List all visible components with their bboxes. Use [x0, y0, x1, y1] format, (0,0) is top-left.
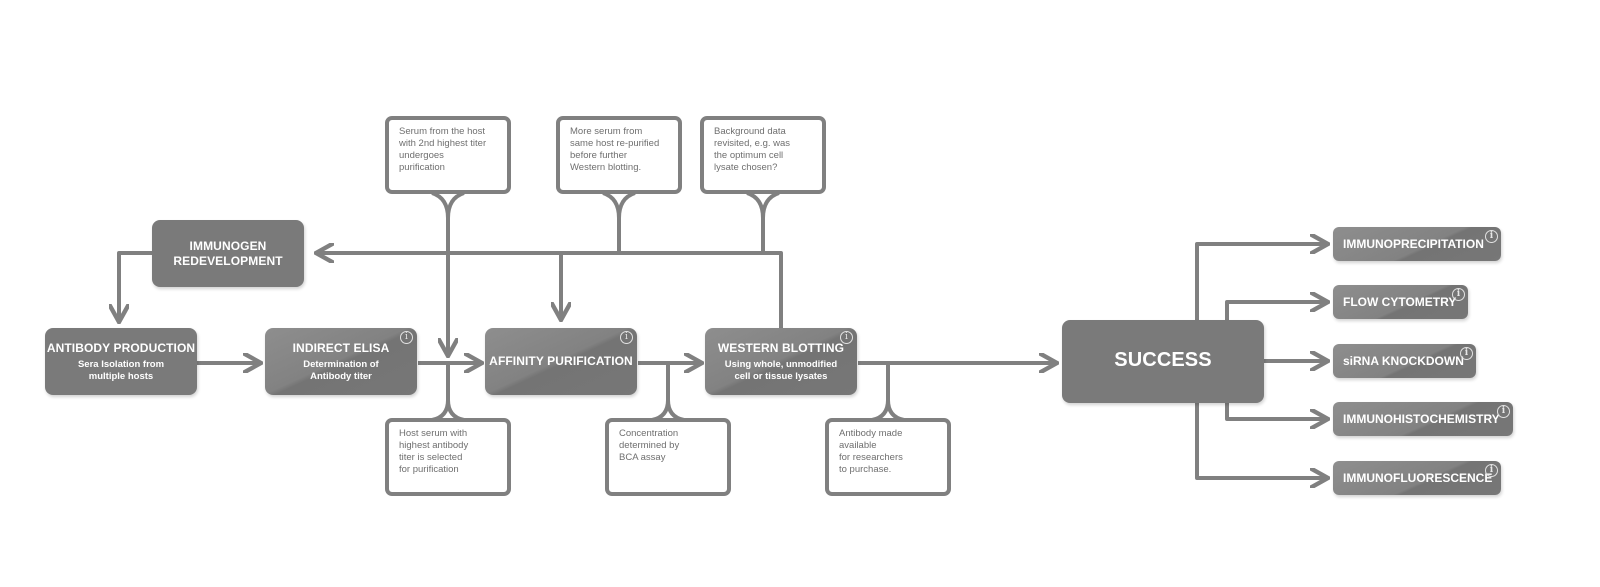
note-highest-titer: Host serum with highest antibody titer i… [385, 418, 511, 496]
info-icon[interactable]: i [840, 331, 853, 344]
application-label: IMMUNOPRECIPITATION [1343, 237, 1484, 251]
info-icon[interactable]: i [1485, 230, 1498, 243]
application-label: siRNA KNOCKDOWN [1343, 354, 1464, 368]
callout-stem-background [746, 191, 780, 253]
application-immunofluorescence[interactable]: IMMUNOFLUORESCENCE i [1333, 461, 1501, 495]
step-title: SUCCESS [1114, 349, 1212, 371]
info-icon[interactable]: i [620, 331, 633, 344]
info-icon[interactable]: i [1460, 347, 1473, 360]
step-antibody-production: ANTIBODY PRODUCTION Sera Isolation from … [45, 328, 197, 395]
step-immunogen-redevelopment: IMMUNOGEN REDEVELOPMENT [152, 220, 304, 287]
info-icon[interactable]: i [1452, 288, 1465, 301]
callout-stem-concentration [651, 363, 685, 422]
callout-stem-available [871, 363, 905, 422]
arrow-redevelopment-to-production [119, 251, 152, 320]
arrow-to-immunofluorescence [1195, 402, 1326, 478]
note-background: Background data revisited, e.g. was the … [700, 116, 826, 194]
step-title: IMMUNOGEN REDEVELOPMENT [173, 239, 283, 268]
application-label: FLOW CYTOMETRY [1343, 295, 1457, 309]
step-success: SUCCESS [1062, 320, 1264, 403]
note-concentration: Concentration determined by BCA assay [605, 418, 731, 496]
note-more-serum: More serum from same host re-purified be… [556, 116, 682, 194]
loop-from-blotting [318, 253, 783, 329]
application-label: IMMUNOHISTOCHEMISTRY [1343, 412, 1500, 426]
callout-stem-second-titer [431, 191, 465, 220]
note-available: Antibody made available for researchers … [825, 418, 951, 496]
arrow-to-flow-cytometry [1225, 302, 1326, 322]
step-indirect-elisa: INDIRECT ELISA Determination of Antibody… [265, 328, 417, 395]
application-sirna-knockdown[interactable]: siRNA KNOCKDOWN i [1333, 344, 1476, 378]
callout-stem-highest-titer [431, 363, 465, 422]
info-icon[interactable]: i [1497, 405, 1510, 418]
callout-stem-more-serum [602, 191, 636, 253]
arrow-to-immunoprecipitation [1195, 244, 1326, 322]
application-immunohistochemistry[interactable]: IMMUNOHISTOCHEMISTRY i [1333, 402, 1513, 436]
arrow-to-immunohistochemistry [1225, 402, 1326, 419]
step-title: WESTERN BLOTTING [717, 341, 845, 355]
application-label: IMMUNOFLUORESCENCE [1343, 471, 1493, 485]
step-subtitle: Determination of Antibody titer [303, 359, 379, 382]
step-subtitle: Using whole, unmodified cell or tissue l… [724, 359, 838, 382]
step-title: AFFINITY PURIFICATION [489, 354, 633, 368]
step-western-blotting: WESTERN BLOTTING Using whole, unmodified… [705, 328, 857, 395]
info-icon[interactable]: i [1485, 464, 1498, 477]
step-title: INDIRECT ELISA [292, 341, 390, 355]
application-flow-cytometry[interactable]: FLOW CYTOMETRY i [1333, 285, 1468, 319]
application-immunoprecipitation[interactable]: IMMUNOPRECIPITATION i [1333, 227, 1501, 261]
step-subtitle: Sera Isolation from multiple hosts [77, 359, 165, 382]
step-affinity-purification: AFFINITY PURIFICATION i [485, 328, 637, 395]
step-title: ANTIBODY PRODUCTION [46, 341, 196, 355]
note-second-titer: Serum from the host with 2nd highest tit… [385, 116, 511, 194]
info-icon[interactable]: i [400, 331, 413, 344]
